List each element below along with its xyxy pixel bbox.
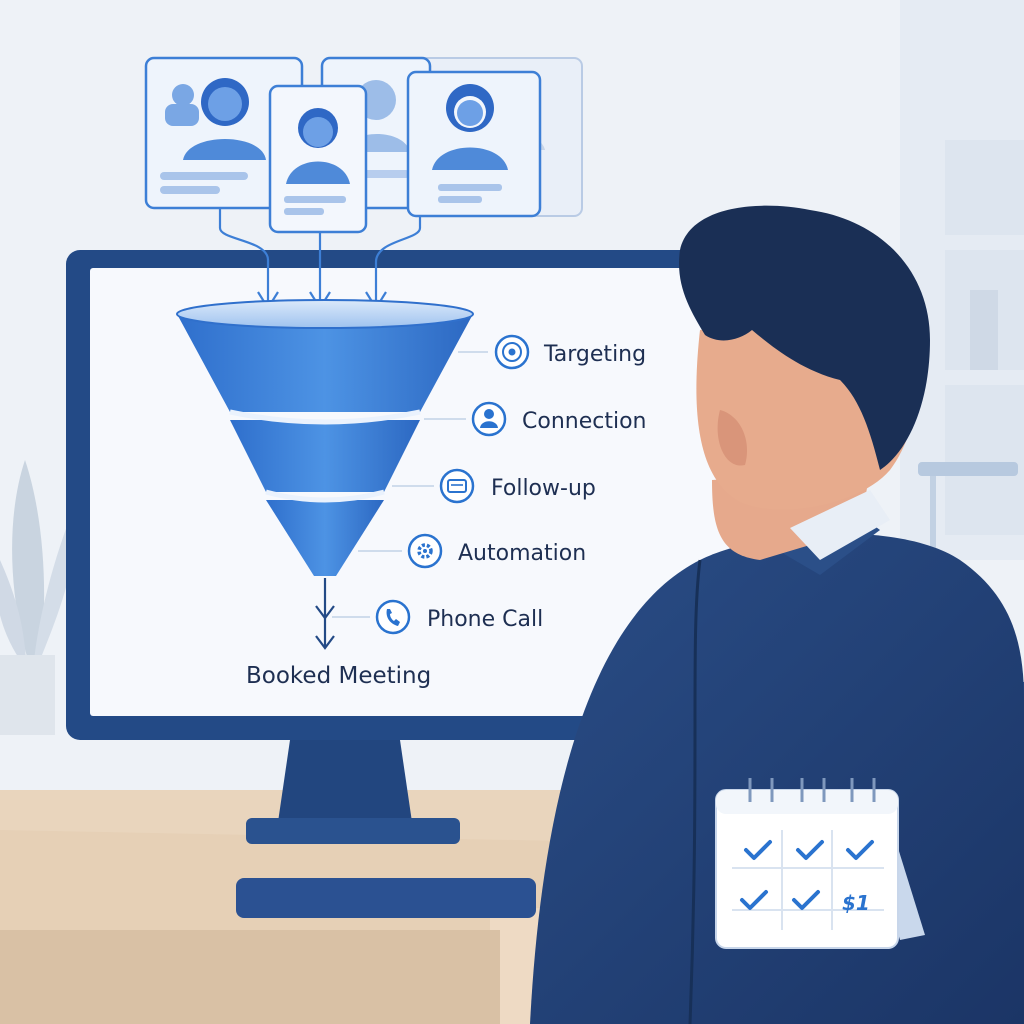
card-connectors [218,208,422,311]
stage-follow-up: Follow-up [439,468,596,504]
profile-card [268,84,368,234]
check-icon [792,890,820,910]
check-icon [796,840,824,860]
profile-card [144,56,304,210]
stage-targeting: Targeting [494,334,646,370]
stage-label: Connection [522,409,646,434]
check-icon [744,840,772,860]
stage-label: Automation [458,541,586,566]
stage-label: Phone Call [427,607,543,632]
stage-connectors [332,351,488,618]
calendar-cell-text: $1 [842,891,870,915]
stage-phone-call: Phone Call [375,599,543,635]
target-icon [494,334,530,370]
desk-calendar: $1 [715,778,925,949]
check-icon [740,890,768,910]
keyboard [236,878,536,918]
phone-icon [375,599,411,635]
person-icon [471,401,507,437]
stage-automation: Automation [407,533,586,569]
calendar-checks [740,840,874,910]
plant [0,460,76,735]
profile-cards [144,56,583,234]
funnel [176,299,474,650]
profile-card [406,70,542,218]
gear-icon [407,533,443,569]
message-icon [439,468,475,504]
outcome-label: Booked Meeting [246,663,431,689]
stage-label: Follow-up [491,476,596,501]
stage-connection: Connection [471,401,646,437]
stage-label: Targeting [543,342,646,367]
check-icon [846,840,874,860]
